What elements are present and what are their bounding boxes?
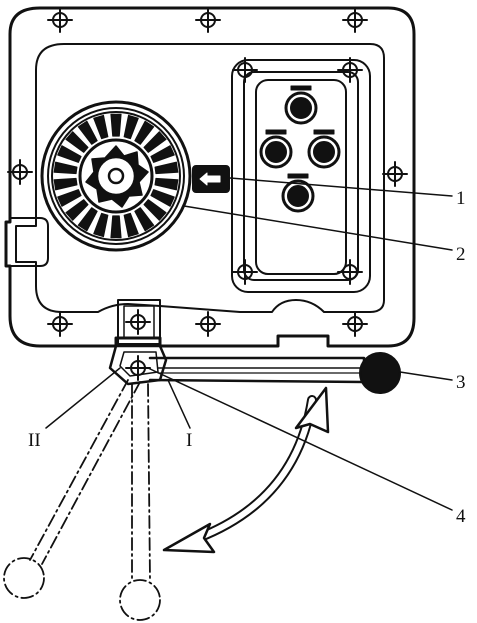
housing-inner-rim (15, 43, 385, 313)
dial-ring-2 (47, 107, 185, 245)
callout-2: 2 (456, 244, 466, 265)
leader-4 (147, 367, 453, 511)
dial-segment (150, 189, 175, 207)
dial-segment (143, 199, 167, 221)
dial-center-pin (107, 167, 125, 185)
swing-arrow-body (193, 395, 317, 543)
leader-3 (399, 371, 453, 381)
mounting-holes (7, 7, 408, 381)
crosshair-circle-icon (125, 309, 151, 335)
switch-frame-inner (243, 71, 359, 281)
dial-segment (110, 215, 122, 239)
dial-segment (134, 120, 155, 145)
leader-pos-I (167, 379, 191, 429)
lever-arm (148, 356, 366, 384)
bottom-lug (117, 299, 161, 345)
button-cluster (259, 85, 341, 213)
ghost-arm-left-a (29, 379, 129, 561)
dial-segment (93, 114, 109, 140)
dial-segment (154, 161, 179, 175)
dial-segment (57, 189, 82, 207)
dial-segment (123, 114, 139, 140)
dial-segment (134, 207, 155, 232)
panel-button (307, 129, 341, 169)
leader-pos-II (45, 367, 121, 429)
ghost-arm-down-b (147, 383, 151, 581)
panel-button (284, 85, 318, 125)
swing-arrowhead-top (294, 386, 330, 434)
dial-segment (93, 212, 109, 238)
crosshair-circle-icon (232, 57, 258, 83)
crosshair-circle-icon (337, 57, 363, 83)
ghost-arm-left-b (41, 381, 141, 565)
crosshair-circle-icon (195, 7, 221, 33)
crosshair-circle-icon (342, 311, 368, 337)
ghost-knob-left (3, 557, 45, 599)
crosshair-circle-icon (47, 7, 73, 33)
dial-segment (53, 161, 78, 175)
dial-segments (53, 113, 179, 239)
rotary-dial (40, 100, 192, 252)
dial-segment (143, 131, 167, 153)
position-label-I: I (186, 430, 192, 451)
dial-segment (110, 113, 122, 137)
dial-segment (154, 177, 179, 191)
switch-panel (255, 79, 347, 275)
dial-segment (57, 145, 82, 163)
dial-segment (77, 120, 98, 145)
crosshair-circle-icon (337, 259, 363, 285)
dial-segment (65, 131, 89, 153)
dial-segment (65, 199, 89, 221)
dial-segment (123, 212, 139, 238)
bottom-lug-inner (123, 305, 155, 339)
leader-1 (229, 177, 453, 197)
crosshair-circle-icon (47, 311, 73, 337)
lever-ghost-positions (3, 379, 161, 621)
swing-arrowhead-bottom (162, 522, 216, 554)
dial-segment (150, 145, 175, 163)
position-label-II: II (28, 430, 41, 451)
dial-segment (77, 207, 98, 232)
swing-arrow-body-hollow (195, 397, 315, 541)
switch-frame-outer (231, 59, 371, 293)
crosshair-circle-icon (382, 161, 408, 187)
panel-button (281, 173, 315, 213)
callout-4: 4 (456, 506, 466, 527)
callout-1: 1 (456, 188, 466, 209)
crosshair-circle-icon (232, 259, 258, 285)
panel-button (259, 129, 293, 169)
side-notch (9, 217, 49, 267)
lever-knob (359, 352, 401, 394)
leader-2 (183, 205, 453, 251)
ghost-knob-down (119, 579, 161, 621)
crosshair-circle-icon (342, 7, 368, 33)
crosshair-circle-icon (7, 159, 33, 185)
lever-bracket-inner (119, 351, 159, 377)
dial-segment (53, 177, 78, 191)
left-arrow-icon (199, 172, 221, 186)
dial-ring-3 (51, 111, 181, 241)
dial-outer-ring (40, 100, 192, 252)
callout-3: 3 (456, 372, 466, 393)
crosshair-circle-icon (195, 311, 221, 337)
